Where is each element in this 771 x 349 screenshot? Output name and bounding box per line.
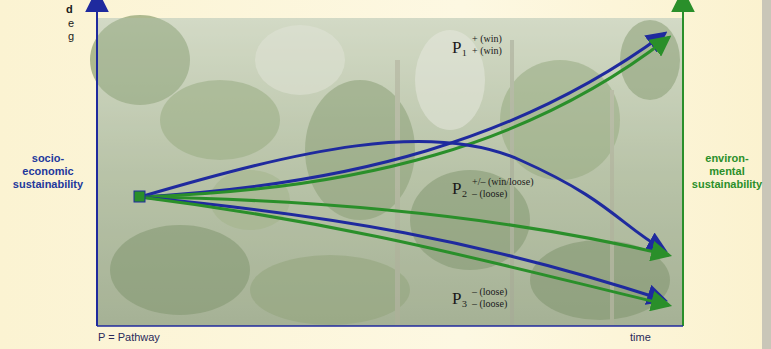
outcome-sign: – (loose)	[472, 286, 507, 298]
right-axis	[682, 10, 684, 326]
outcome-sign: +/– (win/loose)	[472, 176, 533, 188]
start-square	[134, 191, 145, 202]
pathway-name: P₃	[452, 289, 467, 309]
pathway-name: P₁	[452, 38, 467, 58]
time-axis	[97, 325, 683, 327]
pathway-curves	[140, 34, 668, 305]
axis-title: socio- economic sustainability	[13, 152, 83, 192]
outcome-sign: + (win)	[472, 33, 502, 45]
photo-haze	[97, 18, 683, 326]
outcome-sign: – (loose)	[472, 188, 507, 200]
outcome-sign: + (win)	[472, 45, 502, 57]
pathway-curve	[140, 197, 668, 305]
pathway-curve	[140, 34, 664, 197]
axis-title: environ- mental sustainability	[692, 152, 762, 192]
cut-fragment: e	[68, 17, 74, 30]
cut-fragment: d	[66, 3, 73, 16]
cut-fragment: g	[68, 30, 74, 43]
pathway-curve	[140, 38, 668, 197]
pathway-name: P₂	[452, 179, 467, 199]
outcome-sign: – (loose)	[472, 298, 507, 310]
axis-title: time	[630, 331, 651, 344]
side-bar	[762, 0, 771, 349]
jungle-photo	[97, 18, 683, 326]
legend-note: P = Pathway	[98, 331, 160, 344]
left-axis	[96, 10, 98, 326]
